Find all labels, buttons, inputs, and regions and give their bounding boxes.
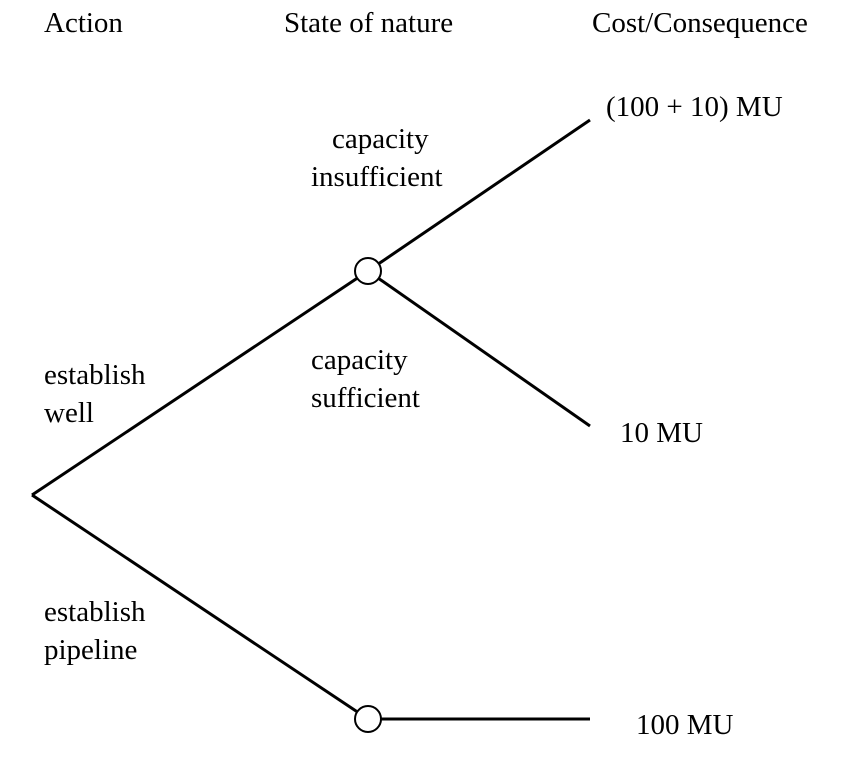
- label-line: establish: [44, 596, 146, 628]
- label-line: sufficient: [311, 382, 420, 414]
- chance-node-pipeline: [354, 705, 382, 733]
- label-capacity-insufficient: capacity insufficient: [311, 120, 443, 196]
- label-capacity-sufficient: capacity sufficient: [311, 341, 420, 417]
- label-line: pipeline: [44, 634, 138, 666]
- outcome-sufficient-cost: 10 MU: [620, 417, 703, 449]
- label-establish-well: establish well: [44, 356, 146, 432]
- edge-capacity-sufficient: [367, 269, 591, 428]
- edge-establish-well: [31, 269, 369, 497]
- outcome-pipeline-cost: 100 MU: [636, 709, 734, 741]
- header-action: Action: [44, 7, 123, 39]
- edge-establish-pipeline: [31, 493, 369, 721]
- chance-node-well: [354, 257, 382, 285]
- label-line: capacity: [311, 344, 408, 376]
- label-line: capacity: [332, 123, 429, 155]
- label-line: establish: [44, 359, 146, 391]
- header-cost-consequence: Cost/Consequence: [592, 7, 808, 39]
- header-state-of-nature: State of nature: [284, 7, 454, 39]
- label-line: insufficient: [311, 161, 443, 193]
- edge-capacity-insufficient: [367, 118, 591, 273]
- label-line: well: [44, 397, 94, 429]
- outcome-insufficient-cost: (100 + 10) MU: [606, 91, 783, 123]
- label-establish-pipeline: establish pipeline: [44, 593, 146, 669]
